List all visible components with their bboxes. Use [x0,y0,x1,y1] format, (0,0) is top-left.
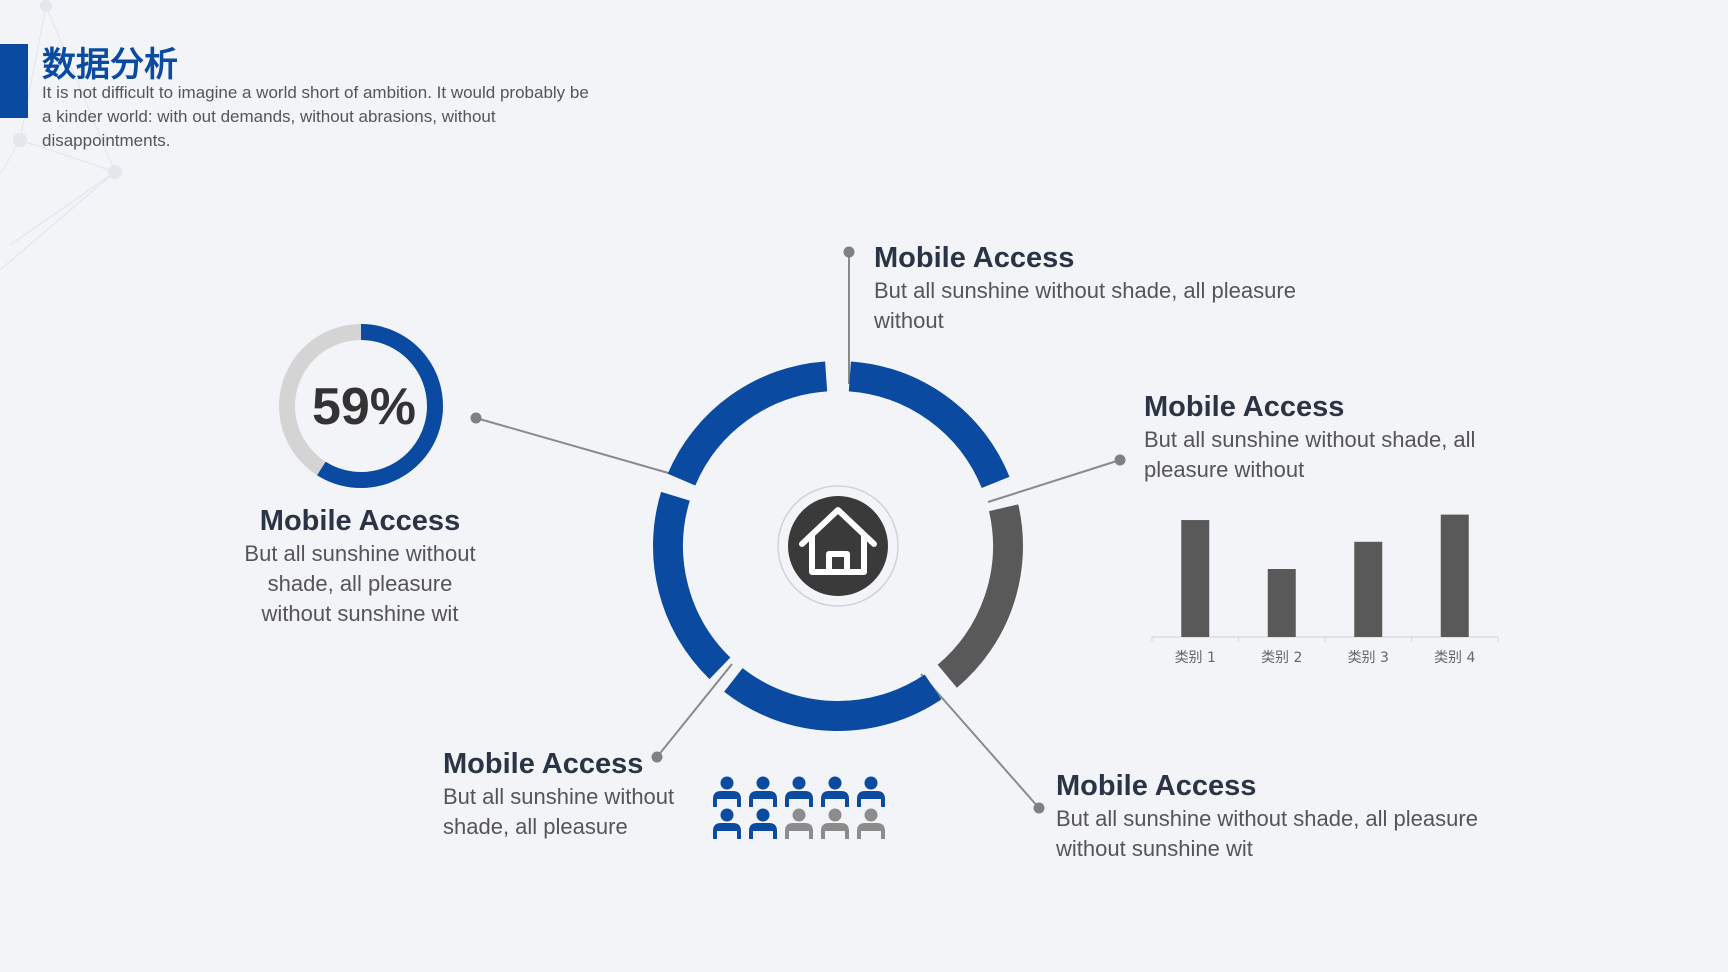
connector-bottom-left-dot [651,751,663,763]
person-icon [821,808,849,839]
connector-bottom-left-line [656,663,733,758]
ring-segment-top-right [848,361,1010,489]
ring-segment-top-left [667,361,828,486]
connector-right-line [987,459,1121,503]
connector-bottom-right-line [920,673,1040,809]
connector-bottom-right-dot [1033,802,1045,814]
person-icon [713,776,741,807]
ring-segment-left [653,491,731,680]
chart-category-label-1: 类别 1 [1175,650,1216,666]
connector-top-dot [843,246,855,258]
person-icon [749,808,777,839]
chart-bar-4 [1440,514,1469,637]
slide-title: 数据分析 [42,46,178,84]
slide-description: It is not difficult to imagine a world s… [42,83,589,150]
callout-top-title: Mobile Access [874,242,1075,274]
callout-bottom-left-title: Mobile Access [443,748,644,780]
ring-segment-right [937,504,1023,688]
person-icon [857,808,885,839]
callout-top-text: But all sunshine without shade, all plea… [874,278,1296,333]
connector-left-dot [470,412,482,424]
person-icon [821,776,849,807]
callout-bottom-right-title: Mobile Access [1056,770,1257,802]
callout-bottom-right: Mobile Access But all sunshine without s… [1056,768,1526,864]
person-icon [857,776,885,807]
person-icon [749,776,777,807]
callout-right-text: But all sunshine without shade, all plea… [1144,427,1476,482]
callout-left-title: Mobile Access [259,505,461,537]
chart-category-label-3: 类别 3 [1348,650,1389,666]
chart-category-label-2: 类别 2 [1261,650,1302,666]
callout-right-title: Mobile Access [1144,391,1345,423]
chart-category-label-4: 类别 4 [1434,650,1475,666]
gauge-progress-arc [317,324,443,488]
home-icon [799,507,877,575]
title-accent-bar [0,44,28,118]
ring-segment-bottom [724,667,942,731]
callout-left: Mobile Access But all sunshine without s… [232,503,488,629]
callout-bottom-left-text: But all sunshine without shade, all plea… [443,784,675,839]
person-icon [785,776,813,807]
gauge-percentage-label: 59% [311,378,417,436]
person-icon [785,808,813,839]
person-icon [713,808,741,839]
connector-left-line [475,417,694,481]
connector-right-dot [1114,454,1126,466]
callout-bottom-left: Mobile Access But all sunshine without s… [443,746,705,842]
chart-bar-3 [1354,541,1383,637]
callout-bottom-right-text: But all sunshine without shade, all plea… [1056,806,1478,861]
callout-left-text: But all sunshine without shade, all plea… [244,541,476,626]
callout-right: Mobile Access But all sunshine without s… [1144,389,1514,485]
chart-bar-2 [1267,569,1296,637]
chart-bar-1 [1181,520,1210,637]
callout-top: Mobile Access But all sunshine without s… [874,240,1354,336]
